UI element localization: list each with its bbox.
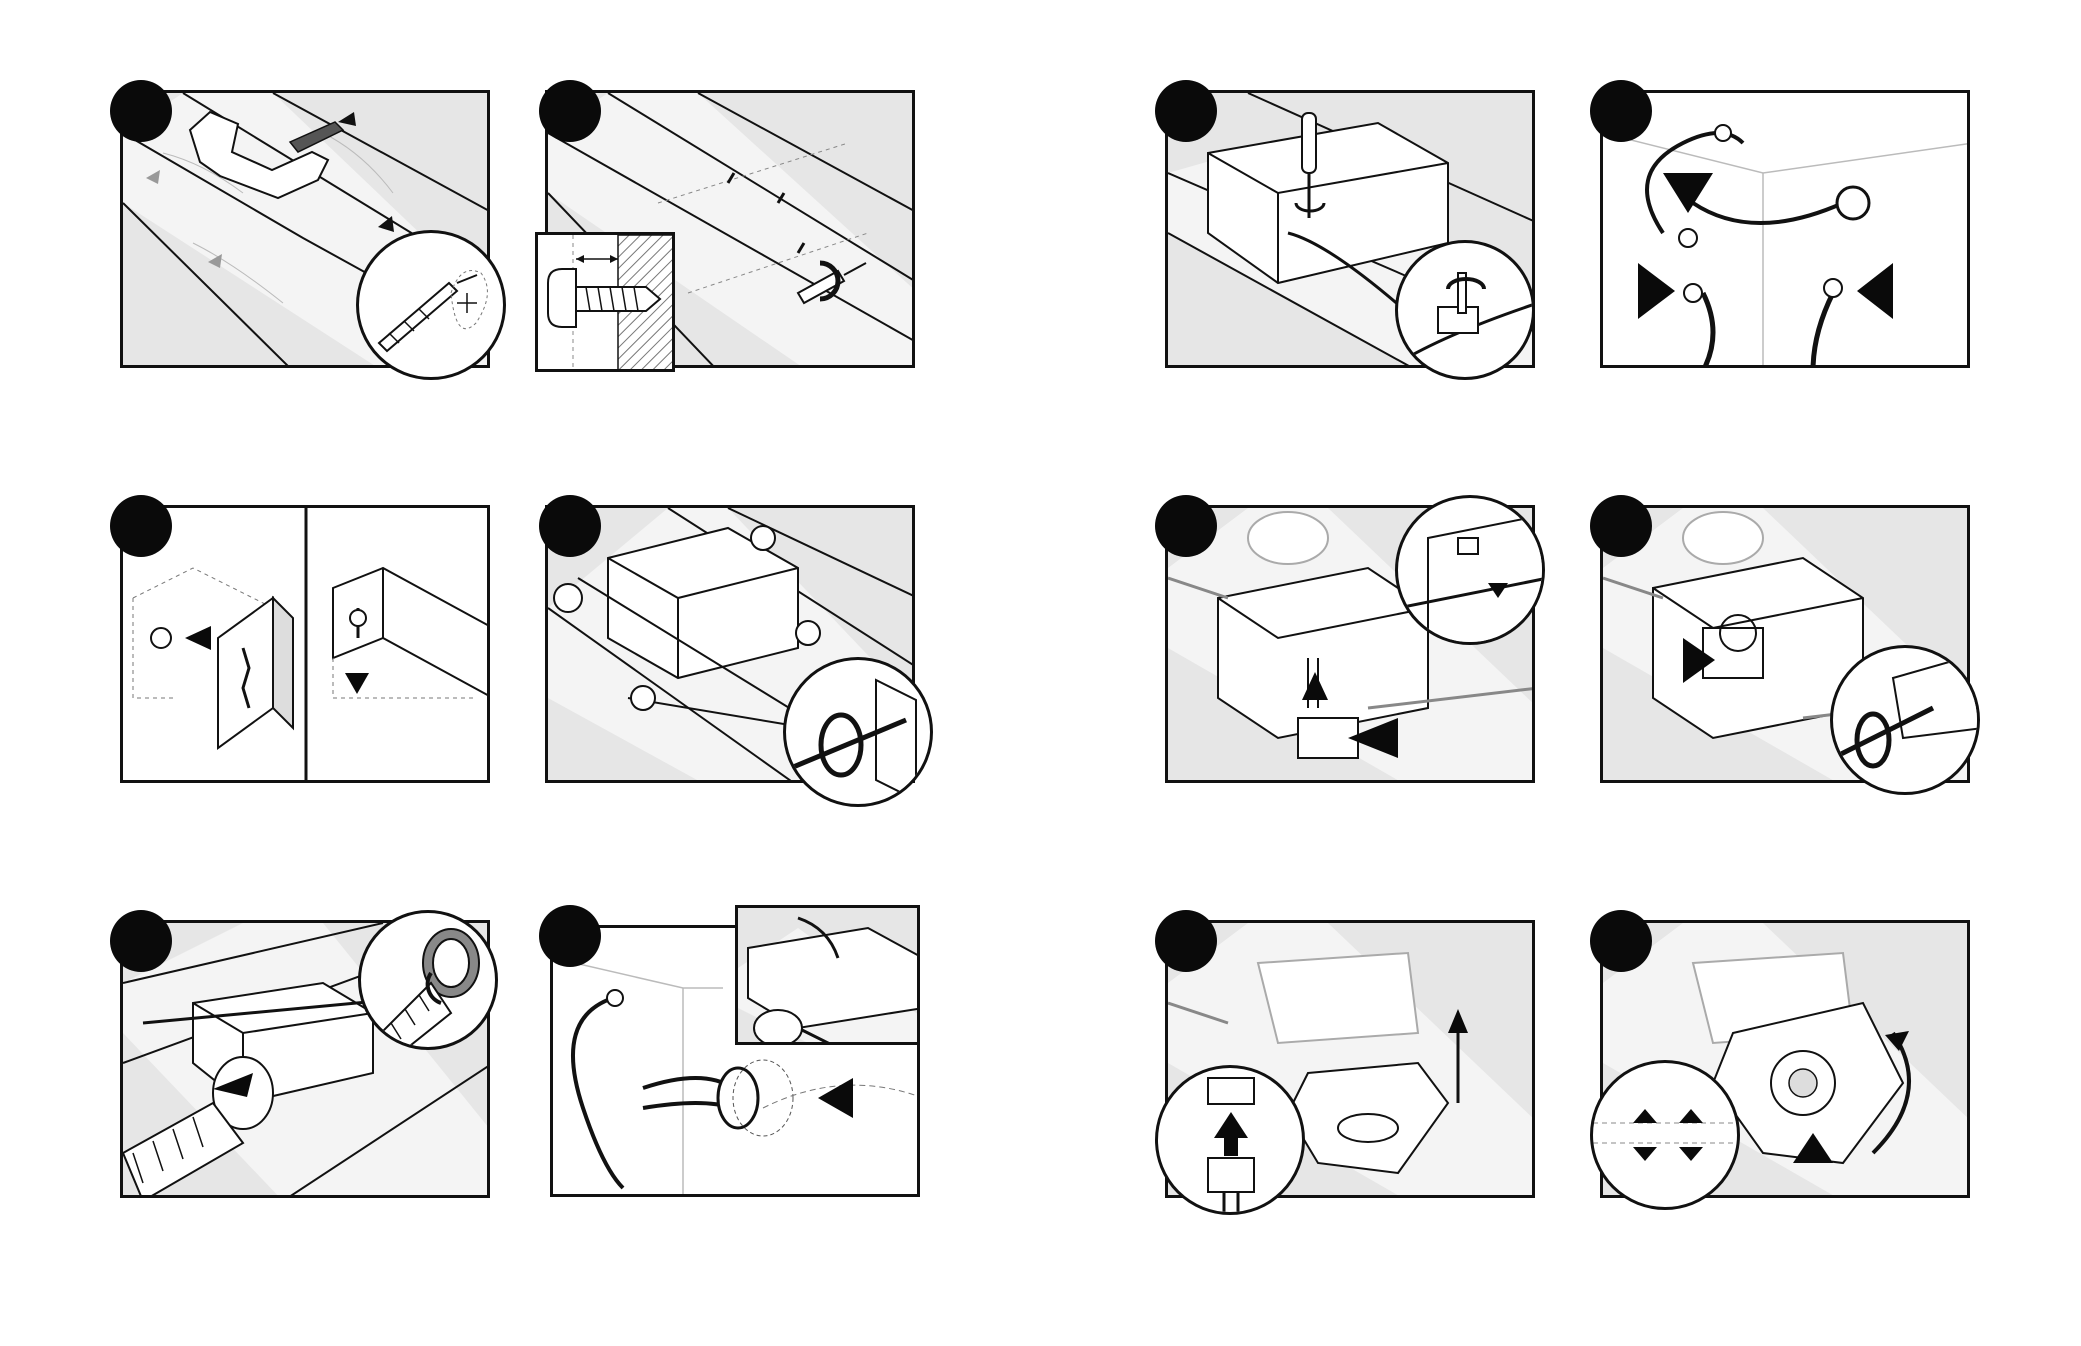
screw-icon [538, 235, 675, 372]
junction-box-icon [1703, 628, 1763, 678]
arrow-icon [1663, 173, 1713, 213]
step-9-panel [110, 910, 510, 1210]
arrow-icon [185, 626, 211, 650]
step-5-marker [110, 495, 172, 557]
step-4-panel [1590, 80, 1990, 380]
arrow-icon [1679, 1147, 1703, 1161]
step-5-panel [110, 495, 510, 795]
step-4-marker [1590, 80, 1652, 142]
step-1-panel [110, 80, 510, 380]
step-4-frame [1600, 90, 1970, 368]
step-4-illustration [1603, 93, 1970, 368]
step-6-callout [783, 657, 933, 807]
screw-icon [359, 233, 506, 380]
arrow-icon [345, 673, 369, 694]
arrow-icon [1638, 263, 1675, 319]
step-1-callout [356, 230, 506, 380]
step-11-callout [1155, 1065, 1305, 1215]
step-5-frame [120, 505, 490, 783]
step-3-marker [1155, 80, 1217, 142]
step-3-panel [1155, 80, 1555, 380]
step-12-callout [1590, 1060, 1740, 1210]
step-10-panel [535, 905, 935, 1210]
arrow-icon [1633, 1109, 1657, 1123]
step-2-detail [535, 232, 675, 372]
arrow-icon [1633, 1147, 1657, 1161]
cable-icon [573, 998, 733, 1188]
arrow-icon [818, 1078, 853, 1118]
duct-icon [754, 1010, 802, 1045]
arrow-icon [1214, 1112, 1248, 1138]
step-9-callout [358, 910, 498, 1050]
arrow-icon [1679, 1109, 1703, 1123]
step-10-detail [735, 905, 920, 1045]
step-3-callout [1395, 240, 1535, 380]
step-8-callout [1830, 645, 1980, 795]
arrow-icon [1448, 1009, 1468, 1033]
screw-icon [151, 628, 171, 648]
step-5-illustration [123, 508, 490, 783]
step-1-marker [110, 80, 172, 142]
step-10-marker [539, 905, 601, 967]
step-9-marker [110, 910, 172, 972]
step-11-panel [1155, 910, 1555, 1210]
step-8-marker [1590, 495, 1652, 557]
step-6-panel [535, 495, 935, 795]
step-7-panel [1155, 495, 1555, 795]
bracket-icon [218, 598, 293, 748]
step-8-panel [1590, 495, 1990, 795]
arrow-icon [378, 216, 394, 232]
arrow-icon [1857, 263, 1893, 319]
step-11-marker [1155, 910, 1217, 972]
step-12-marker [1590, 910, 1652, 972]
step-2-marker [539, 80, 601, 142]
step-7-marker [1155, 495, 1217, 557]
step-12-panel [1590, 910, 1990, 1210]
step-6-marker [539, 495, 601, 557]
step-7-callout [1395, 495, 1545, 645]
step-2-panel [535, 80, 935, 380]
